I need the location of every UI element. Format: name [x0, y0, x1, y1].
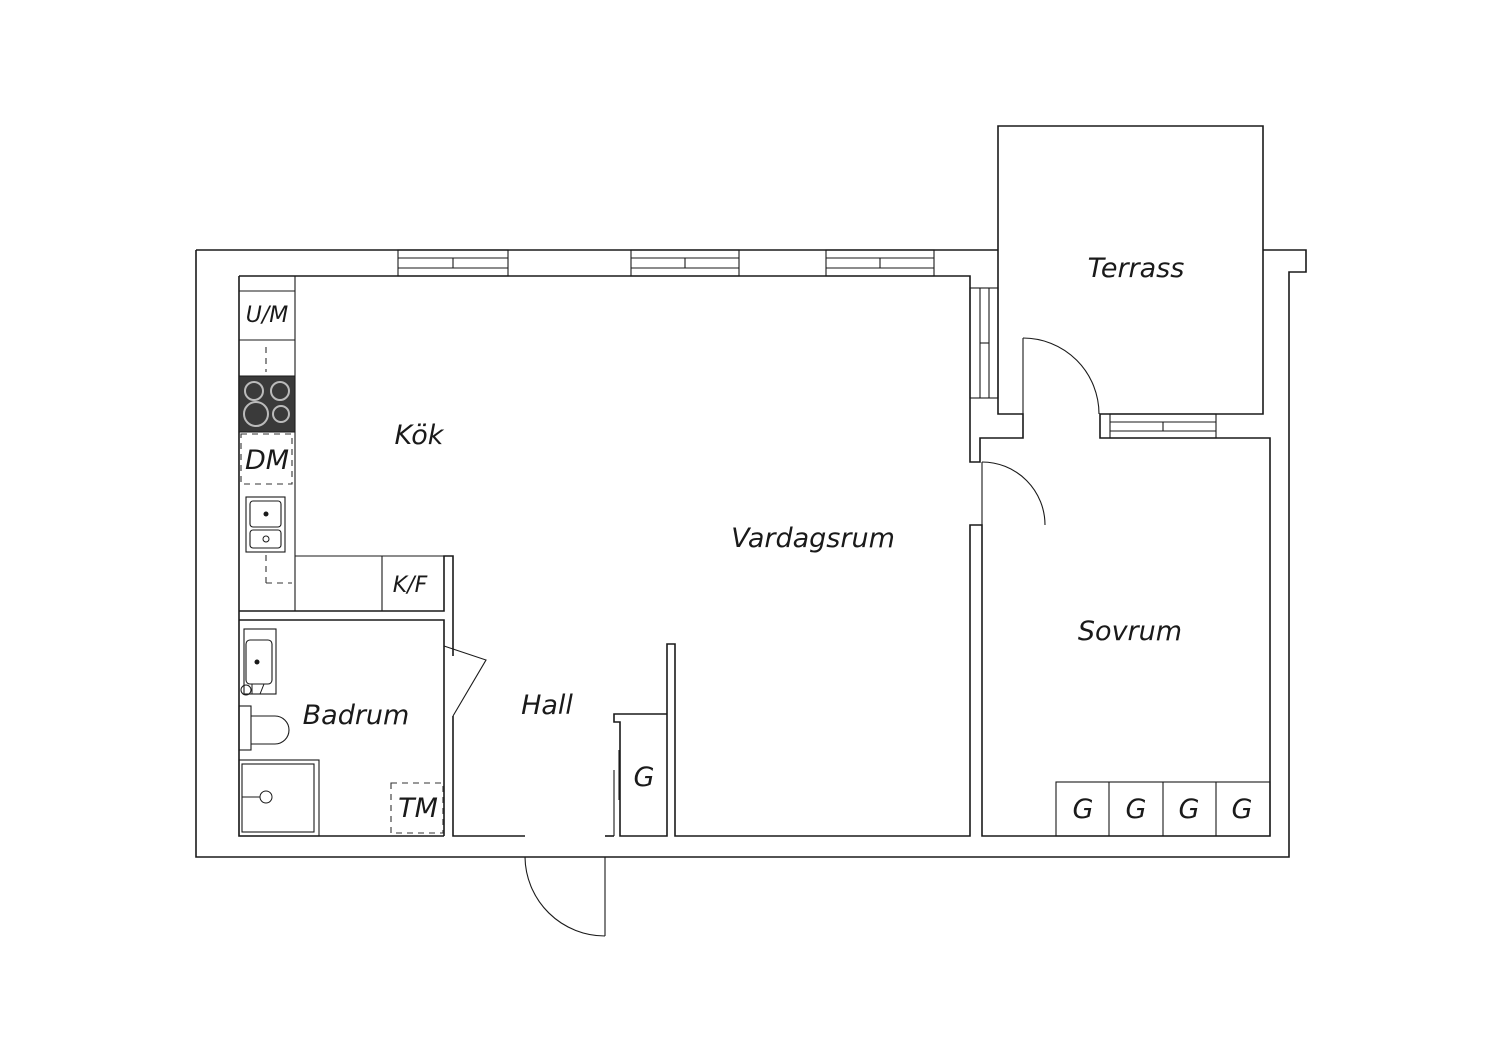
room-labels: Terrass Kök Vardagsrum Sovrum Badrum Hal…	[303, 253, 1185, 731]
toilet-icon	[238, 705, 290, 751]
room-label-hall: Hall	[521, 690, 573, 721]
room-label-kok: Kök	[395, 420, 445, 451]
door-terrace	[1022, 337, 1100, 415]
fixture-label-wardrobe-1: G	[1073, 794, 1094, 825]
washing-machine	[390, 782, 444, 834]
shower-icon	[238, 759, 320, 837]
stove-icon	[238, 375, 296, 433]
window-kitchen	[397, 249, 509, 277]
fixture-label-wardrobe-2: G	[1126, 794, 1147, 825]
dishwasher	[240, 433, 293, 485]
fixture-label-tm: TM	[398, 793, 438, 824]
kitchen-sink-icon	[245, 496, 286, 553]
door-bathroom	[443, 645, 487, 717]
fixture-label-wardrobe-3: G	[1179, 794, 1200, 825]
fixture-label-wardrobe-4: G	[1232, 794, 1253, 825]
door-bedroom	[981, 461, 1046, 526]
door-entrance	[524, 856, 606, 937]
window-bedroom	[1109, 413, 1217, 439]
bedroom-wardrobes	[1055, 781, 1271, 837]
door-wardrobe-sliding	[613, 750, 620, 836]
room-label-badrum: Badrum	[303, 700, 410, 731]
room-label-sovrum: Sovrum	[1078, 616, 1182, 647]
room-label-terrass: Terrass	[1088, 253, 1185, 284]
fixture-label-hall-wardrobe: G	[634, 762, 655, 793]
window-living-1	[630, 249, 740, 277]
kitchen-counter	[239, 276, 444, 611]
doors	[443, 337, 1100, 937]
fixture-labels: U/M DM K/F TM G G G G G	[245, 303, 1253, 825]
windows	[397, 249, 1217, 439]
room-label-vardagsrum: Vardagsrum	[731, 523, 895, 554]
outer-walls	[195, 125, 1307, 858]
fixture-label-kf: K/F	[393, 573, 428, 598]
window-living-2	[825, 249, 935, 277]
fixture-label-um: U/M	[246, 303, 289, 328]
tap-icon	[240, 683, 265, 696]
window-living-side	[969, 287, 999, 399]
fixture-label-dm: DM	[245, 445, 289, 476]
